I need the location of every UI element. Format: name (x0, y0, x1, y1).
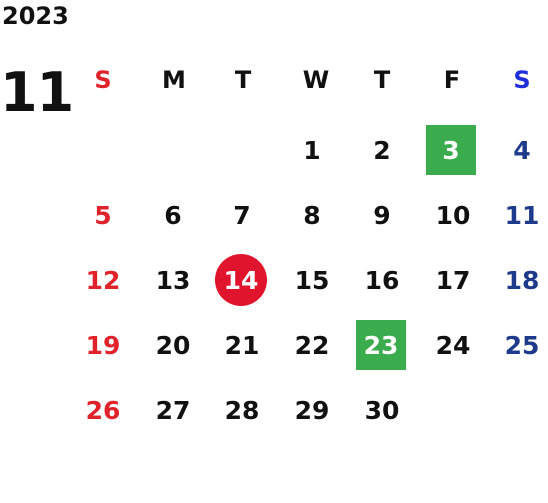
day-cell[interactable]: 17 (435, 265, 471, 295)
weekday-wed: W (302, 66, 330, 94)
day-cell[interactable]: 24 (435, 330, 471, 360)
day-cell[interactable]: 21 (224, 330, 260, 360)
weekday-mon: M (162, 66, 186, 94)
weekday-sat: S (513, 66, 531, 94)
day-cell-sunday[interactable]: 12 (85, 265, 121, 295)
day-cell[interactable]: 20 (155, 330, 191, 360)
day-cell[interactable]: 13 (155, 265, 191, 295)
day-cell-today[interactable]: 14 (215, 254, 267, 306)
day-cell[interactable]: 1 (303, 135, 321, 165)
day-cell-holiday[interactable]: 3 (426, 125, 476, 175)
day-cell[interactable]: 27 (155, 395, 191, 425)
month-number: 11 (0, 61, 74, 124)
day-cell-saturday[interactable]: 25 (504, 330, 540, 360)
weekday-tue: T (234, 66, 252, 94)
day-cell-sunday[interactable]: 26 (85, 395, 121, 425)
day-cell-saturday[interactable]: 11 (504, 200, 540, 230)
day-cell-saturday[interactable]: 18 (504, 265, 540, 295)
day-cell[interactable]: 9 (373, 200, 391, 230)
day-cell[interactable]: 28 (224, 395, 260, 425)
weekday-sun: S (94, 66, 112, 94)
day-cell[interactable]: 29 (294, 395, 330, 425)
weekday-thu: T (373, 66, 391, 94)
weekday-fri: F (443, 66, 461, 94)
day-cell-sunday[interactable]: 5 (94, 200, 112, 230)
day-cell[interactable]: 8 (303, 200, 321, 230)
day-cell[interactable]: 16 (364, 265, 400, 295)
day-cell[interactable]: 15 (294, 265, 330, 295)
day-cell-sunday[interactable]: 19 (85, 330, 121, 360)
day-cell-holiday[interactable]: 23 (356, 320, 406, 370)
day-cell[interactable]: 30 (364, 395, 400, 425)
day-cell[interactable]: 6 (164, 200, 182, 230)
day-cell[interactable]: 22 (294, 330, 330, 360)
day-cell[interactable]: 7 (233, 200, 251, 230)
day-cell[interactable]: 2 (373, 135, 391, 165)
day-cell-saturday[interactable]: 4 (513, 135, 531, 165)
day-cell[interactable]: 10 (435, 200, 471, 230)
year-label: 2023 (2, 2, 69, 30)
